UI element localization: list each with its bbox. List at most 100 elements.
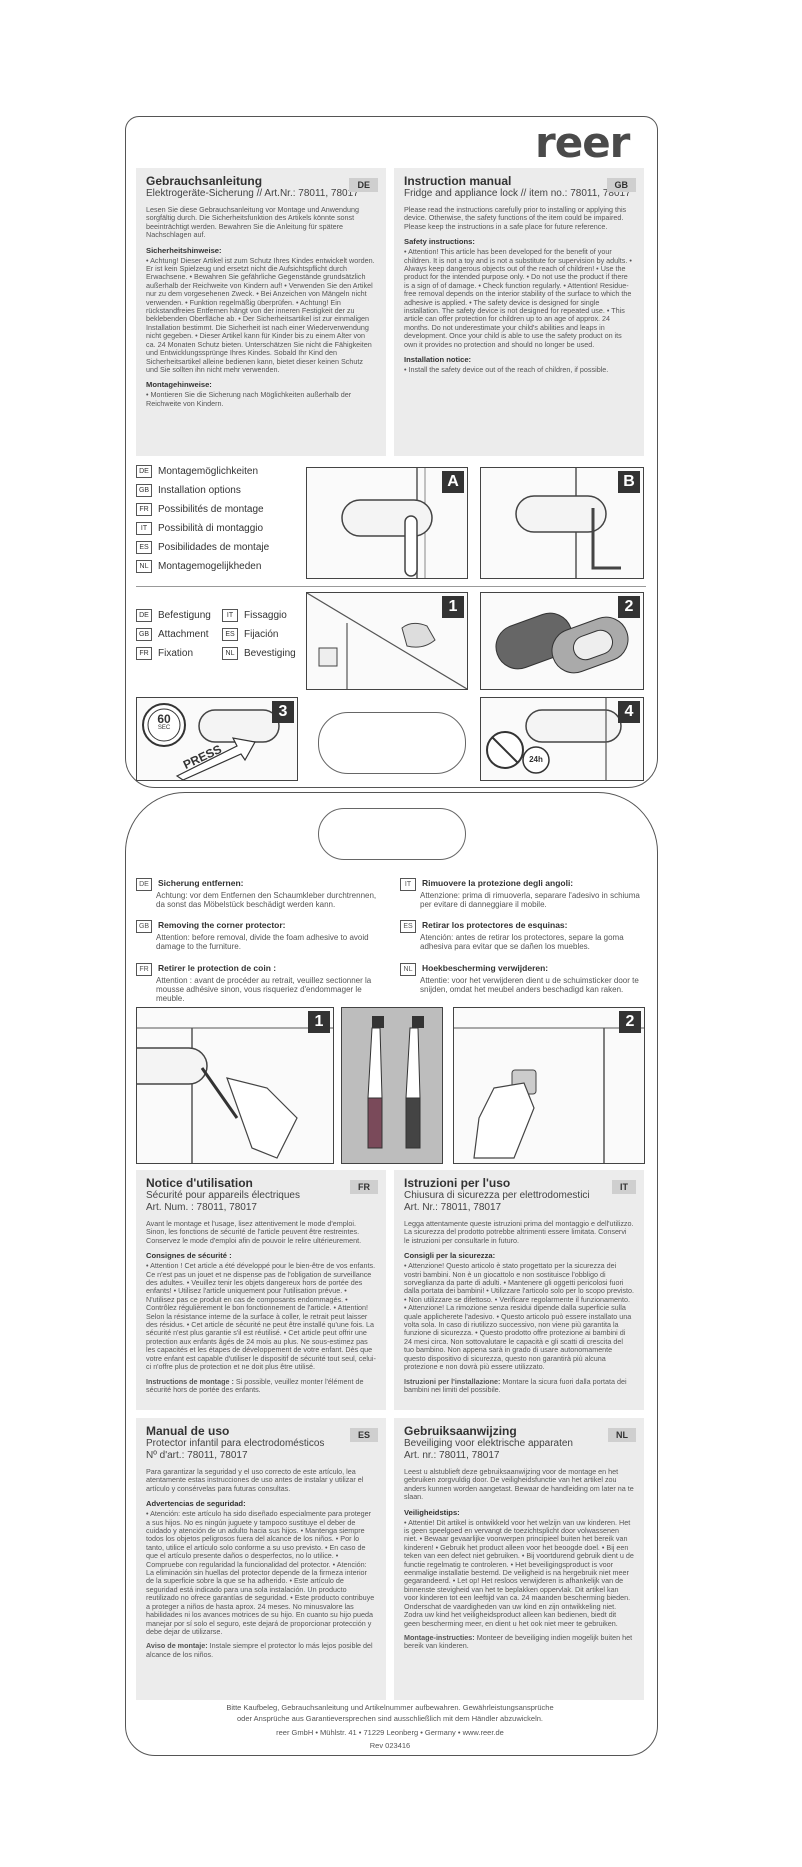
fix-label: Bevestiging: [244, 648, 296, 659]
de-safety-heading: Sicherheitshinweise:: [146, 245, 222, 255]
hanger-hole: [318, 712, 466, 774]
de-panel: DE Gebrauchsanleitung Elektrogeräte-Sich…: [136, 168, 386, 456]
es-mount-heading: Aviso de montaje:: [146, 1641, 208, 1651]
gb-panel: GB Instruction manual Fridge and applian…: [394, 168, 644, 456]
cleaning-surface-illustration: [307, 593, 467, 689]
figure-knives: [341, 1007, 443, 1164]
lang-code-box: ES: [136, 541, 152, 554]
it-mount-heading: Istruzioni per l'installazione:: [404, 1376, 501, 1386]
brand-logo: reer: [535, 118, 630, 167]
es-title: Manual de uso: [146, 1424, 230, 1438]
figure-badge-a: A: [442, 471, 464, 493]
press-illustration: [142, 703, 280, 780]
montage-option: FR Possibilités de montage: [136, 503, 264, 516]
lang-code-box: NL: [400, 963, 416, 976]
remove-text: Attentie: voor het verwijderen dient u d…: [420, 976, 639, 994]
figure-remove-1: 1: [136, 1007, 334, 1164]
remove-title: Retirar los protectores de esquinas:: [422, 920, 568, 930]
lang-code-box: IT: [136, 522, 152, 535]
it-safety-heading: Consigli per la sicurezza:: [404, 1251, 496, 1261]
figure-badge-step-4: 4: [618, 701, 640, 723]
remove-text: Achtung: vor dem Entfernen den Schaumkle…: [156, 891, 377, 909]
figure-badge-step-3: 3: [272, 701, 294, 723]
figure-option-a: A: [306, 467, 468, 579]
figure-step-4: 24h 4: [480, 697, 644, 781]
timer-unit: SEC: [157, 725, 171, 731]
fr-safety-text: • Attention ! Cet article a été développ…: [146, 1261, 376, 1372]
nl-title: Gebruiksaanwijzing: [404, 1424, 517, 1438]
es-safety-text: • Atención: este artículo ha sido diseña…: [146, 1509, 375, 1636]
remove-title: Hoekbescherming verwijderen:: [422, 963, 549, 973]
es-mount-text: Instale siempre el protector lo más lejo…: [146, 1641, 373, 1659]
montage-label: Montagemöglichkeiten: [158, 466, 259, 477]
de-mount-text: • Montieren Sie die Sicherung nach Mögli…: [146, 390, 352, 408]
fr-subtitle: Sécurité pour appareils électriques: [146, 1190, 300, 1201]
knife-comparison-illustration: [367, 1016, 424, 1149]
de-intro: Lesen Sie diese Gebrauchsanleitung vor M…: [146, 205, 359, 240]
fr-artno: Art. Num. : 78011, 78017: [146, 1202, 257, 1213]
montage-label: Montagemogelijkheden: [158, 561, 262, 572]
remove-item-fr: FR Retirer le protection de coin : Attent…: [136, 963, 386, 1003]
gb-safety-heading: Safety instructions:: [404, 237, 475, 247]
it-artno: Art. Nr.: 78011, 78017: [404, 1202, 502, 1213]
figure-badge-step-1: 1: [442, 596, 464, 618]
lang-tag-fr: FR: [350, 1180, 378, 1194]
hanger-hole: [318, 808, 466, 860]
lang-code-box: GB: [136, 484, 152, 497]
remove-text: Atención: antes de retirar los protector…: [420, 933, 624, 951]
montage-label: Possibilités de montage: [158, 504, 264, 515]
montage-label: Possibilità di montaggio: [158, 523, 264, 534]
lang-tag-gb: GB: [606, 178, 636, 192]
nl-safety-text: • Attentie! Dit artikel is ontwikkeld vo…: [404, 1517, 634, 1628]
figure-badge-step-2: 2: [618, 596, 640, 618]
remove-title: Retirer le protection de coin :: [158, 963, 277, 973]
de-subtitle: Elektrogeräte-Sicherung // Art.Nr.: 7801…: [146, 188, 359, 199]
nl-intro: Leest u alstublieft deze gebruiksaanwijz…: [404, 1467, 634, 1502]
es-safety-heading: Advertencias de seguridad:: [146, 1499, 246, 1509]
fr-mount-heading: Instructions de montage :: [146, 1376, 234, 1386]
remove-text: Attenzione: prima di rimuoverla, separar…: [420, 891, 640, 909]
section-divider: [136, 586, 646, 587]
fr-title: Notice d'utilisation: [146, 1176, 253, 1190]
figure-remove-2: 2: [453, 1007, 645, 1164]
fr-intro: Avant le montage et l'usage, lisez atten…: [146, 1219, 362, 1245]
es-panel: ES Manual de uso Protector infantil para…: [136, 1418, 386, 1700]
gb-install-text: • Install the safety device out of the r…: [404, 365, 609, 375]
fix-option: DE Befestigung: [136, 609, 211, 622]
de-mount-heading: Montagehinweise:: [146, 380, 212, 390]
remove-title: Removing the corner protector:: [158, 920, 286, 930]
lang-code-box: DE: [136, 609, 152, 622]
lang-code-box: GB: [136, 628, 152, 641]
lang-code-box: FR: [136, 963, 152, 976]
gb-install-heading: Installation notice:: [404, 355, 472, 365]
wait-hours-label: 24h: [529, 755, 543, 764]
peeling-residue-illustration: [454, 1027, 644, 1163]
nl-safety-heading: Veiligheidstips:: [404, 1507, 460, 1517]
remove-title: Sicherung entfernen:: [158, 878, 244, 888]
footer-notice-line1: Bitte Kaufbeleg, Gebrauchsanleitung und …: [226, 1703, 554, 1712]
wait-24h-illustration: [486, 698, 622, 780]
it-panel: IT Istruzioni per l'uso Chiusura di sicu…: [394, 1170, 644, 1410]
cutting-adhesive-illustration: [137, 1027, 333, 1163]
remove-text: Attention : avant de procéder au retrait…: [156, 976, 372, 1003]
lang-tag-de: DE: [349, 178, 378, 192]
fix-label: Fissaggio: [244, 610, 287, 621]
de-safety-text: • Achtung! Dieser Artikel ist zum Schutz…: [146, 255, 375, 374]
lang-code-box: FR: [136, 503, 152, 516]
nl-mount-heading: Montage-instructies:: [404, 1632, 475, 1642]
nl-artno: Art. nr.: 78011, 78017: [404, 1450, 500, 1461]
lang-code-box: ES: [400, 920, 416, 933]
fix-label: Befestigung: [158, 610, 211, 621]
fix-option: NL Bevestiging: [222, 647, 296, 660]
lang-code-box: NL: [222, 647, 238, 660]
it-subtitle: Chiusura di sicurezza per elettrodomesti…: [404, 1190, 590, 1201]
lang-tag-nl: NL: [608, 1428, 636, 1442]
